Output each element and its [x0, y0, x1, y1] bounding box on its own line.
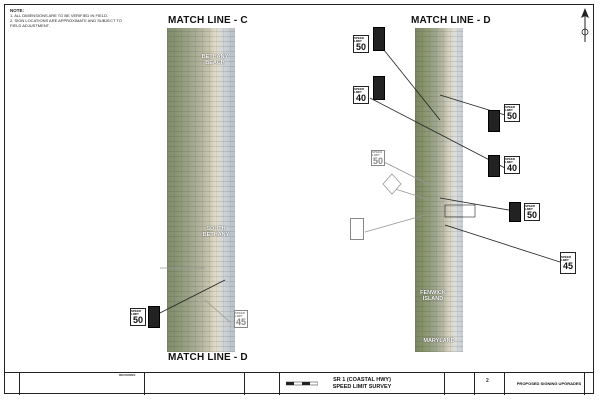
detail-box — [444, 204, 476, 218]
leader-line-gray — [391, 187, 431, 201]
leader-line — [444, 224, 561, 263]
general-notes: NOTE: 1. ALL DIMENSIONS ARE TO BE VERIFI… — [10, 8, 122, 28]
sign-value: 50 — [372, 155, 383, 166]
sign-title: SPEED LIMIT — [131, 308, 142, 316]
sign-title: SPEED LIMIT — [505, 156, 516, 164]
place-south-bethany: SOUTH BETHANY — [202, 226, 230, 238]
speed-limit-sign-1: SPEED LIMIT 50 — [353, 35, 369, 53]
leader-line — [439, 197, 521, 213]
sign-value: 45 — [235, 316, 246, 327]
aerial-strip-left: BETHANY BEACH SOUTH BETHANY — [167, 28, 235, 352]
speed-limit-sign-4: SPEED LIMIT 40 — [504, 156, 520, 174]
sign-dark-5 — [509, 202, 521, 222]
leader-line-gray — [204, 299, 231, 323]
diamond-warning-sign-icon — [382, 173, 402, 195]
leader-line — [383, 49, 441, 121]
place-fenwick-island: FENWICK ISLAND — [420, 290, 446, 302]
speed-limit-sign-5: SPEED LIMIT 50 — [524, 203, 540, 221]
speed-limit-sign-3: SPEED LIMIT 50 — [504, 104, 520, 122]
sign-title: SPEED LIMIT — [525, 203, 536, 211]
speed-limit-sign-6: SPEED LIMIT 45 — [560, 252, 576, 274]
project-title-line1: SR 1 (COASTAL HWY) — [333, 377, 391, 383]
sign-title: SPEED LIMIT — [561, 254, 572, 262]
leader-line-gray — [379, 159, 431, 186]
project-title-line2: SPEED LIMIT SURVEY — [332, 383, 392, 390]
speed-limit-sign-removed-1: SPEED LIMIT 50 — [371, 150, 385, 166]
aerial-strip-right: FENWICK ISLAND MARYLAND — [415, 28, 463, 352]
match-line-d-top: MATCH LINE - D — [411, 15, 491, 26]
scale-bar-icon — [286, 381, 318, 386]
sign-value: 50 — [132, 314, 143, 325]
sheet-title: PROPOSED SIGNING UPGRADES — [516, 381, 582, 386]
sheet-number: 2 — [486, 378, 489, 384]
speed-limit-sign-removed-2: SPEED LIMIT 45 — [234, 310, 248, 328]
project-title: SR 1 (COASTAL HWY) SPEED LIMIT SURVEY — [322, 377, 402, 390]
note-line-2: 2. SIGN LOCATIONS ARE APPROXIMATE AND SU… — [10, 18, 122, 23]
north-arrow-icon — [581, 8, 589, 42]
title-block: REVISIONS SR 1 (COASTAL HWY) SPEED LIMIT… — [4, 372, 594, 395]
sign-value: 50 — [526, 209, 537, 220]
note-line-3: FIELD ADJUSTMENT. — [10, 23, 50, 28]
notes-heading: NOTE: — [10, 8, 24, 13]
match-line-d-bottom: MATCH LINE - D — [168, 352, 248, 363]
sign-dark-4 — [488, 155, 500, 177]
leader-line — [149, 279, 226, 319]
sign-dark-6 — [148, 306, 160, 328]
leader-line — [369, 97, 506, 169]
speed-limit-sign-removed-3 — [350, 218, 364, 240]
revisions-header: REVISIONS — [119, 373, 136, 377]
sign-dark-1 — [373, 27, 385, 51]
leader-line-gray — [364, 214, 426, 233]
speed-limit-sign-7: SPEED LIMIT 50 — [130, 308, 146, 326]
sign-title: SPEED LIMIT — [354, 86, 365, 94]
sign-value: 45 — [562, 260, 573, 271]
match-line-c-top: MATCH LINE - C — [168, 15, 248, 26]
sign-value: 40 — [506, 162, 517, 173]
sheet-border — [4, 4, 594, 394]
sign-title: SPEED LIMIT — [505, 104, 516, 112]
place-bethany: BETHANY BEACH — [201, 54, 229, 66]
place-maryland: MARYLAND — [423, 338, 455, 344]
sign-title: SPEED LIMIT — [372, 149, 383, 157]
speed-limit-sign-2: SPEED LIMIT 40 — [353, 86, 369, 104]
sign-title: SPEED LIMIT — [235, 310, 246, 318]
sign-value: 50 — [506, 110, 517, 121]
sign-dark-3 — [488, 110, 500, 132]
note-line-1: 1. ALL DIMENSIONS ARE TO BE VERIFIED IN … — [10, 13, 108, 18]
sign-dark-2 — [373, 76, 385, 100]
sign-value: 50 — [355, 41, 366, 52]
sign-title: SPEED LIMIT — [354, 35, 365, 43]
sign-value: 40 — [355, 92, 366, 103]
